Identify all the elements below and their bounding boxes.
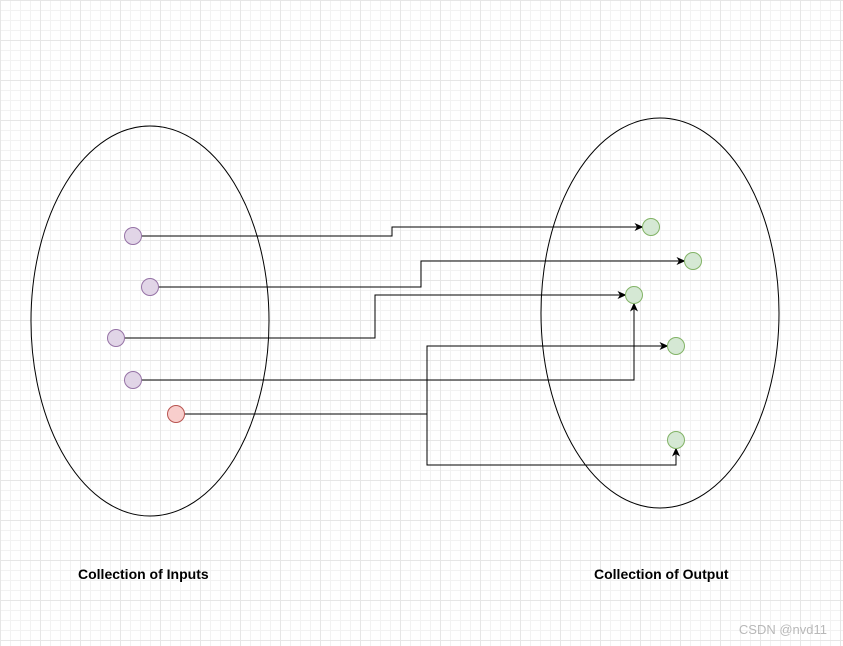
edge-in5-to-out5 <box>426 414 680 466</box>
input-collection-ellipse <box>30 125 270 517</box>
output-collection-ellipse <box>540 117 780 509</box>
edge-in1-to-out1 <box>141 223 644 237</box>
output-node-out5 <box>667 431 685 449</box>
watermark: CSDN @nvd11 <box>738 622 827 637</box>
output-node-out1 <box>642 218 660 236</box>
output-node-out4 <box>667 337 685 355</box>
output-node-out3 <box>625 286 643 304</box>
input-node-in4 <box>124 371 142 389</box>
edge-in5-to-out4 <box>184 342 669 415</box>
edge-in4-to-out3 <box>141 302 638 381</box>
edge-in2-to-out2 <box>158 257 686 288</box>
input-collection-label: Collection of Inputs <box>78 566 209 582</box>
input-node-in5 <box>167 405 185 423</box>
output-node-out2 <box>684 252 702 270</box>
edge-in3-to-out3 <box>124 291 627 339</box>
input-node-in2 <box>141 278 159 296</box>
output-collection-label: Collection of Output <box>594 566 729 582</box>
input-node-in1 <box>124 227 142 245</box>
input-node-in3 <box>107 329 125 347</box>
